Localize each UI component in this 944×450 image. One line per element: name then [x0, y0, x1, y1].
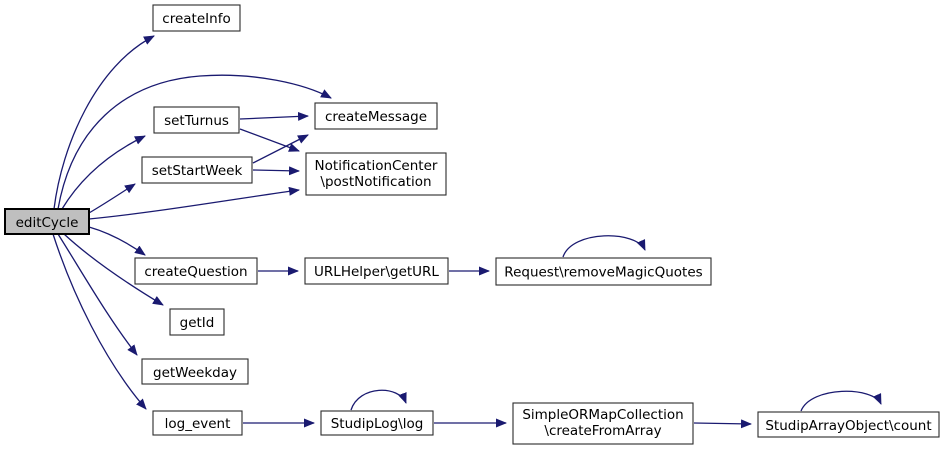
edge-editCycle-notificationCenter: [88, 186, 300, 220]
node-setStartWeek-label: setStartWeek: [152, 163, 243, 179]
node-setTurnus[interactable]: setTurnus: [153, 106, 240, 134]
nodes: createInfo createMessage setTurnus Notif…: [4, 4, 940, 445]
edges: [52, 35, 882, 429]
node-log-event-label: log_event: [165, 416, 231, 432]
node-createMessage-label: createMessage: [325, 109, 427, 125]
node-notificationCenter-label-line2: \postNotification: [320, 174, 431, 190]
node-studipArrayObject-count[interactable]: StudipArrayObject\count: [757, 411, 940, 438]
node-createInfo[interactable]: createInfo: [152, 4, 241, 32]
edge-editCycle-setTurnus: [61, 135, 146, 210]
node-request-removeMagicQuotes[interactable]: Request\removeMagicQuotes: [495, 257, 712, 286]
node-simpleORMapCollection-label-line2: \createFromArray: [544, 423, 661, 439]
node-getId[interactable]: getId: [169, 308, 225, 336]
node-editCycle[interactable]: editCycle: [4, 208, 90, 235]
node-createInfo-label: createInfo: [162, 11, 230, 27]
edge-editCycle-setStartWeek: [88, 183, 136, 214]
node-editCycle-label: editCycle: [16, 215, 79, 231]
edge-setTurnus-createMessage: [239, 111, 309, 121]
edge-editCycle-createMessage: [57, 74, 332, 210]
node-urlHelper-getURL-label: URLHelper\getURL: [314, 264, 439, 280]
edge-editCycle-createInfo: [53, 35, 155, 210]
edge-requestRemoveMagicQuotes-self: [562, 235, 646, 258]
node-urlHelper-getURL[interactable]: URLHelper\getURL: [304, 257, 449, 285]
node-getWeekday[interactable]: getWeekday: [141, 358, 249, 385]
node-createQuestion-label: createQuestion: [144, 264, 247, 280]
edge-setStartWeek-notificationCenter: [252, 166, 300, 176]
edge-simpleORMapCollection-studipArrayObjectCount: [693, 419, 752, 429]
edge-setStartWeek-createMessage: [252, 134, 309, 164]
node-createMessage[interactable]: createMessage: [314, 102, 438, 130]
node-setStartWeek[interactable]: setStartWeek: [141, 156, 253, 184]
edge-editCycle-getWeekday: [57, 233, 138, 356]
node-createQuestion[interactable]: createQuestion: [134, 257, 258, 285]
edge-setTurnus-notificationCenter: [239, 128, 300, 152]
edge-editCycle-getId: [63, 233, 164, 306]
node-request-removeMagicQuotes-label: Request\removeMagicQuotes: [504, 265, 702, 281]
node-notificationCenter-postNotification[interactable]: NotificationCenter \postNotification: [305, 152, 447, 196]
edge-studipLogLog-self: [350, 389, 407, 411]
edge-studipArrayObjectCount-self: [800, 390, 882, 412]
node-studipLog-log-label: StudipLog\log: [331, 416, 424, 432]
node-notificationCenter-label-line1: NotificationCenter: [315, 158, 438, 174]
edge-editCycle-createQuestion: [88, 226, 146, 256]
node-simpleORMapCollection-createFromArray[interactable]: SimpleORMapCollection \createFromArray: [512, 402, 694, 445]
node-simpleORMapCollection-label-line1: SimpleORMapCollection: [522, 407, 683, 423]
node-getId-label: getId: [180, 315, 215, 331]
edge-editCycle-logEvent: [52, 233, 147, 410]
node-studipArrayObject-count-label: StudipArrayObject\count: [765, 418, 931, 434]
node-studipLog-log[interactable]: StudipLog\log: [320, 410, 434, 436]
node-log-event[interactable]: log_event: [152, 410, 243, 436]
node-getWeekday-label: getWeekday: [153, 365, 237, 381]
node-setTurnus-label: setTurnus: [164, 113, 229, 129]
